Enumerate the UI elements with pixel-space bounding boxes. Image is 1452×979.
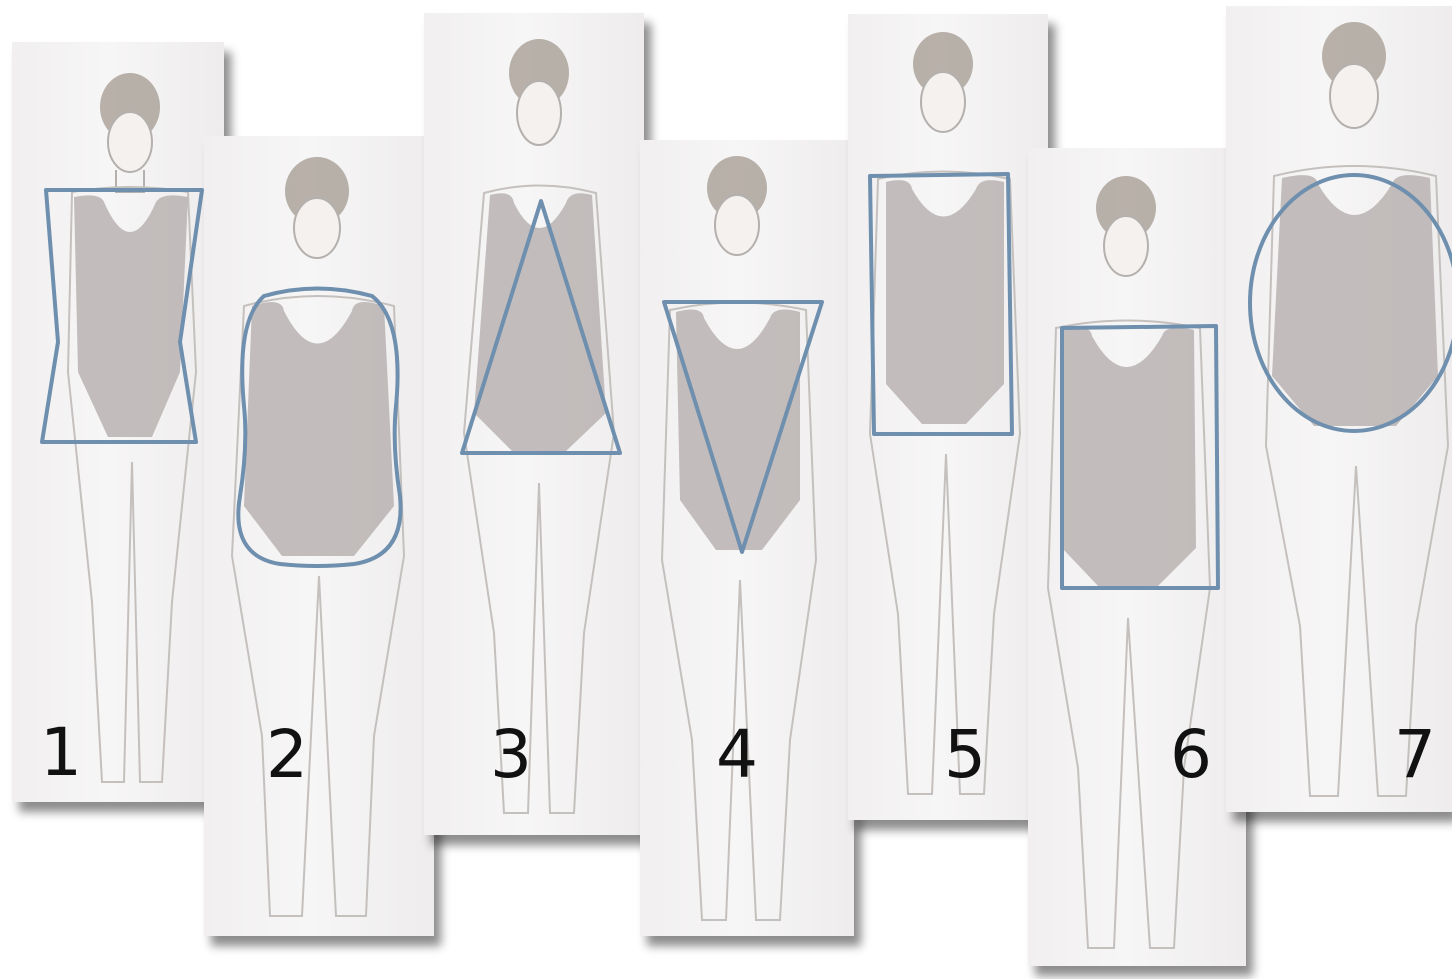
swimsuit-shape: [1062, 328, 1196, 588]
figure-card-2: [204, 136, 434, 936]
head-shape: [1330, 64, 1378, 128]
figure-card-7: [1226, 6, 1452, 812]
female-figure-illustration-4: [640, 140, 854, 936]
female-figure-illustration-6: [1028, 148, 1246, 966]
head-shape: [517, 81, 561, 145]
figure-card-5: [848, 14, 1048, 820]
head-shape: [1104, 216, 1148, 276]
figure-number-7: 7: [1394, 722, 1436, 788]
head-shape: [921, 72, 965, 132]
figure-card-1: [12, 42, 224, 802]
figure-number-2: 2: [266, 722, 308, 788]
figure-card-3: [424, 13, 644, 835]
head-shape: [294, 198, 340, 258]
female-figure-illustration-5: [848, 14, 1048, 820]
swimsuit-shape: [74, 195, 188, 437]
figure-number-3: 3: [490, 722, 532, 788]
female-figure-illustration-3: [424, 13, 644, 835]
figure-card-6: [1028, 148, 1246, 966]
female-figure-illustration-1: [12, 42, 224, 802]
swimsuit-shape: [474, 193, 606, 453]
swimsuit-shape: [244, 302, 394, 556]
female-figure-illustration-7: [1226, 6, 1452, 812]
figure-number-4: 4: [716, 722, 758, 788]
swimsuit-shape: [886, 180, 1004, 424]
figure-card-4: [640, 140, 854, 936]
female-figure-illustration-2: [204, 136, 434, 936]
swimsuit-shape: [1272, 175, 1438, 426]
figure-number-6: 6: [1170, 722, 1212, 788]
head-shape: [108, 112, 152, 172]
head-shape: [715, 195, 759, 255]
figure-number-5: 5: [944, 722, 986, 788]
figure-number-1: 1: [40, 720, 82, 786]
